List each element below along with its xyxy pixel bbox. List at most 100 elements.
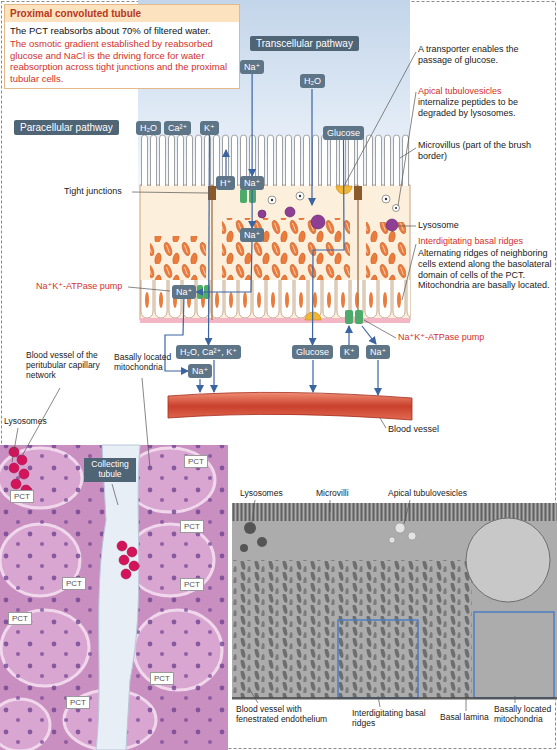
- callout-text: Tight junctions: [64, 186, 134, 197]
- node-heading: PCT: [14, 492, 30, 501]
- ion-chip: Ca²⁺: [164, 121, 191, 135]
- exchanger-symbol: [240, 189, 256, 203]
- ion-chip: H₂O: [300, 74, 325, 88]
- leader-line: [128, 52, 416, 428]
- callout-text: internalize peptides to be degraded by l…: [418, 97, 552, 119]
- callout-text: Blood vessel of the peritubular capillar…: [26, 350, 118, 381]
- node-heading: Na⁺: [244, 177, 260, 189]
- leader-line: [12, 378, 150, 505]
- node-body: The PCT reabsorbs about 70% of filtered …: [5, 22, 239, 37]
- node-heading: Na⁺: [370, 346, 386, 358]
- blood-vessel: [168, 392, 412, 420]
- node-heading: Na⁺: [176, 286, 192, 298]
- flow-arrow: [313, 140, 345, 345]
- node-heading: Glucose: [296, 346, 329, 358]
- callout-text: Interdigitating basal ridges: [352, 708, 432, 728]
- flow-arrow: [208, 135, 210, 345]
- pct-tag: PCT: [10, 490, 34, 503]
- pct-tag: PCT: [8, 612, 32, 625]
- node-heading: Na⁺: [192, 365, 208, 377]
- em-lysosome: [240, 522, 267, 552]
- em-mitochondria: [232, 560, 472, 698]
- callout-text: Basally located mitochondria: [114, 352, 176, 372]
- node-heading: Na⁺: [244, 61, 260, 73]
- node-heading: H₂O: [304, 75, 321, 87]
- callout-text: Apical tubulovesicles: [418, 86, 552, 97]
- mitochondria: [150, 236, 206, 280]
- node-heading: PCT: [66, 579, 82, 588]
- node-heading: Transcellular pathway: [256, 38, 353, 49]
- ion-chip: H₂O: [136, 121, 161, 135]
- callout-text: Apical tubulovesicles: [388, 488, 498, 498]
- tight-junction: [354, 186, 362, 200]
- pathway-box: Paracellular pathway: [14, 120, 119, 135]
- em-nucleus: [466, 518, 550, 602]
- tubular-cell: [140, 185, 410, 320]
- ion-chip: K⁺: [200, 121, 219, 135]
- ion-chip: Na⁺: [240, 228, 264, 242]
- callout-text: Lysosomes: [4, 416, 64, 426]
- callout-text: Na⁺K⁺-ATPase pump: [398, 332, 548, 343]
- callout-text: Basal lamina: [440, 712, 500, 722]
- callout-text: Blood vessel with fenestrated endotheliu…: [236, 704, 346, 724]
- ion-chip: H₂O, Ca²⁺, K⁺: [176, 345, 241, 359]
- pct-tag: PCT: [184, 455, 208, 468]
- title-box: Proximal convoluted tubuleThe PCT reabso…: [4, 4, 240, 89]
- red-blood-cells: [9, 447, 139, 579]
- nuclei: [0, 445, 228, 750]
- pathway-box: Transcellular pathway: [250, 36, 359, 51]
- basal-ridges: [140, 280, 410, 320]
- node-heading: Paracellular pathway: [20, 122, 113, 133]
- ion-chip: Glucose: [292, 345, 333, 359]
- pump-symbol: [345, 310, 363, 324]
- callout-text: Lysosomes: [240, 488, 300, 498]
- light-micrograph: [0, 445, 228, 750]
- flow-arrow: [252, 74, 253, 176]
- ion-chip: Na⁺: [172, 285, 196, 299]
- basement-membrane: [140, 318, 410, 323]
- node-heading: Ca²⁺: [168, 122, 187, 134]
- highlight-box: [474, 612, 554, 698]
- ion-chip: Glucose: [323, 126, 364, 140]
- callout-text: Blood vessel: [388, 424, 468, 435]
- ion-chip: Na⁺: [240, 60, 264, 74]
- tubulovesicle: [268, 192, 400, 212]
- mitochondria: [366, 222, 406, 280]
- pct-tag: PCT: [66, 696, 90, 709]
- mitochondria: [222, 218, 350, 280]
- node-heading: PCT: [12, 614, 28, 623]
- cell-boundary: [211, 185, 213, 320]
- ion-chip: Na⁺: [188, 364, 212, 378]
- node-heading: K⁺: [344, 346, 355, 358]
- node-body: The osmotic gradient established by reab…: [5, 37, 239, 88]
- node-heading: K⁺: [204, 122, 215, 134]
- em-vesicle: [389, 523, 416, 543]
- callout-text: Lysosome: [418, 220, 498, 231]
- node-heading: Proximal convoluted tubule: [5, 5, 239, 22]
- collecting-tubule: [96, 445, 140, 750]
- electron-micrograph: [232, 503, 557, 700]
- node-heading: H₂O: [140, 122, 157, 134]
- ion-chip: Na⁺: [240, 176, 264, 190]
- collecting-tubule-tag: Collecting tubule: [84, 458, 136, 482]
- ion-chip: Na⁺: [366, 345, 390, 359]
- node-heading: H⁺: [220, 177, 231, 189]
- pct-tag: PCT: [62, 577, 86, 590]
- cell-boundary: [357, 185, 359, 320]
- callout-text: A transporter enables the passage of glu…: [418, 44, 552, 66]
- node-heading: PCT: [154, 674, 170, 683]
- microvilli: [140, 134, 410, 186]
- callout-text: Na⁺K⁺-ATPase pump: [36, 281, 128, 292]
- callout-text: Interdigitating basal ridges: [418, 236, 552, 247]
- node-heading: PCT: [70, 698, 86, 707]
- ion-chip: H⁺: [216, 176, 235, 190]
- callout-text: Microvillus (part of the brush border): [418, 140, 552, 162]
- callout-text: Microvilli: [316, 488, 366, 498]
- leader-line: [250, 500, 515, 711]
- node-heading: PCT: [184, 580, 200, 589]
- node-heading: PCT: [188, 457, 204, 466]
- node-heading: Collecting tubule: [87, 460, 133, 480]
- lysosome: [258, 207, 398, 231]
- callout-text: Basally located mitochondria: [494, 704, 556, 724]
